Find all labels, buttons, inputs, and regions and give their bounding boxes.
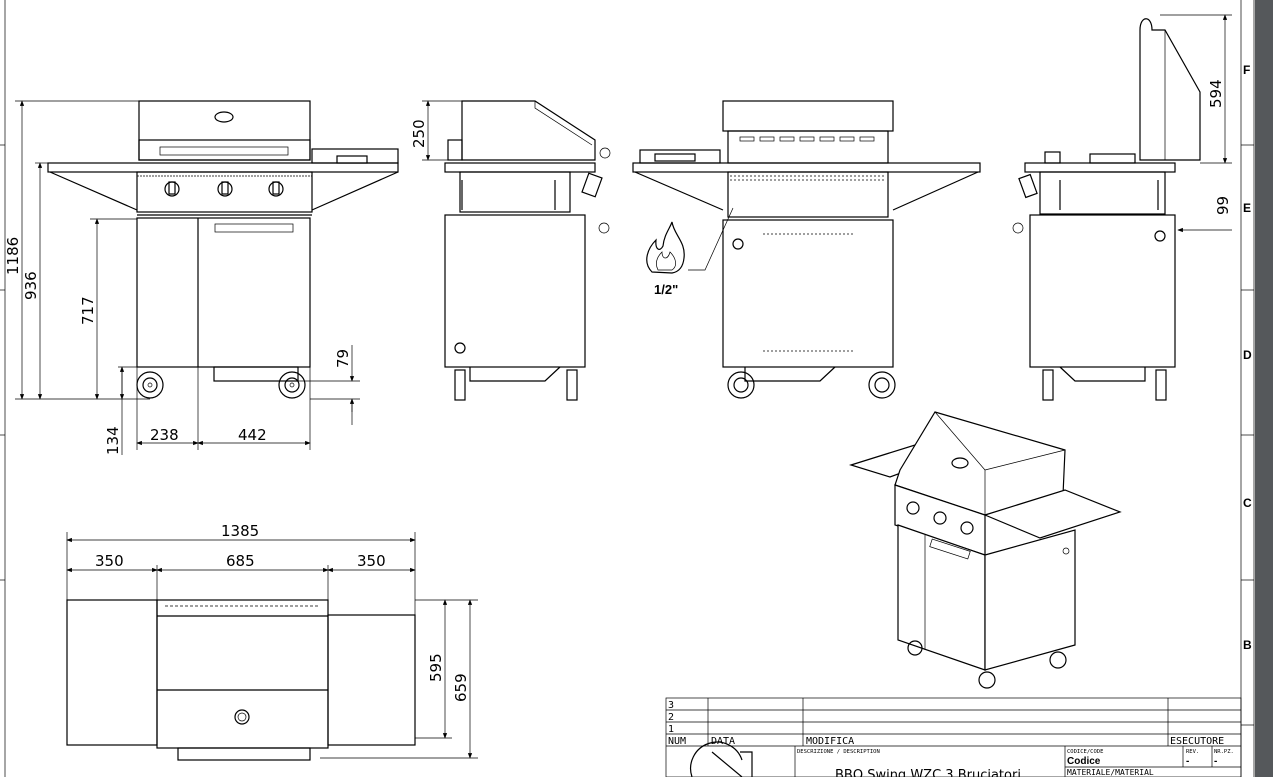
dim-right-shelf: 350: [357, 552, 386, 570]
dim-wheel-offset: 134: [104, 426, 122, 455]
code-value: Codice: [1067, 756, 1101, 767]
title-block: 3 2 1 NUM DATA MODIFICA ESECUTORE DESCRI…: [665, 697, 1242, 777]
side-view: 250: [410, 100, 611, 401]
rev-label: REV.: [1186, 749, 1199, 755]
dim-shelf-height: 936: [22, 271, 40, 300]
company-logo: [689, 741, 753, 777]
zone-label-b: B: [1243, 638, 1252, 652]
dim-total-width: 1385: [221, 522, 259, 540]
dim-open-lid-height: 594: [1207, 79, 1225, 108]
revision-row-2: 2: [668, 712, 674, 723]
dim-total-height: 1186: [4, 237, 22, 275]
dim-body-depth: 595: [427, 653, 445, 682]
code-label: CODICE/CODE: [1067, 749, 1103, 755]
dim-cabinet-height: 717: [79, 296, 97, 325]
qty-value: -: [1214, 756, 1217, 767]
front-view: 1186 936 717 134 79 238 442: [4, 100, 399, 455]
header-date: DATA: [711, 736, 735, 747]
header-change: MODIFICA: [806, 736, 854, 747]
header-author: ESECUTORE: [1170, 736, 1224, 747]
side-view-open: 594 99: [1012, 14, 1232, 401]
zone-label-f: F: [1243, 63, 1250, 77]
dim-left-width: 238: [150, 426, 179, 444]
dim-right-width: 442: [238, 426, 267, 444]
dim-left-shelf: 350: [95, 552, 124, 570]
isometric-view: [848, 411, 1122, 689]
zone-label-e: E: [1243, 201, 1251, 215]
dim-body-width: 685: [226, 552, 255, 570]
drawing-title: BBQ Swing WZC 3 Bruciatori: [835, 768, 1021, 777]
rear-view: 1/2": [632, 100, 981, 399]
viewer-scrollbar[interactable]: [1255, 0, 1273, 777]
dim-total-depth: 659: [452, 673, 470, 702]
material-label: MATERIALE/MATERIAL: [1067, 768, 1154, 777]
zone-label-d: D: [1243, 348, 1252, 362]
description-label: DESCRIZIONE / DESCRIPTION: [797, 749, 880, 755]
gas-flame-icon: [646, 221, 685, 274]
header-num: NUM: [668, 736, 686, 747]
gas-connection-label: 1/2": [654, 282, 678, 297]
top-view: 1385 350 685 350 595 659: [66, 522, 478, 761]
qty-label: NR.PZ.: [1214, 749, 1234, 755]
revision-row-3: 3: [668, 700, 674, 711]
zone-label-c: C: [1243, 496, 1252, 510]
control-knobs: [164, 181, 284, 197]
revision-row-1: 1: [668, 724, 674, 735]
rev-value: -: [1186, 756, 1189, 767]
dim-lid-height: 250: [410, 119, 428, 148]
dim-base-clearance: 79: [334, 349, 352, 368]
dim-connection-offset: 99: [1214, 196, 1232, 215]
